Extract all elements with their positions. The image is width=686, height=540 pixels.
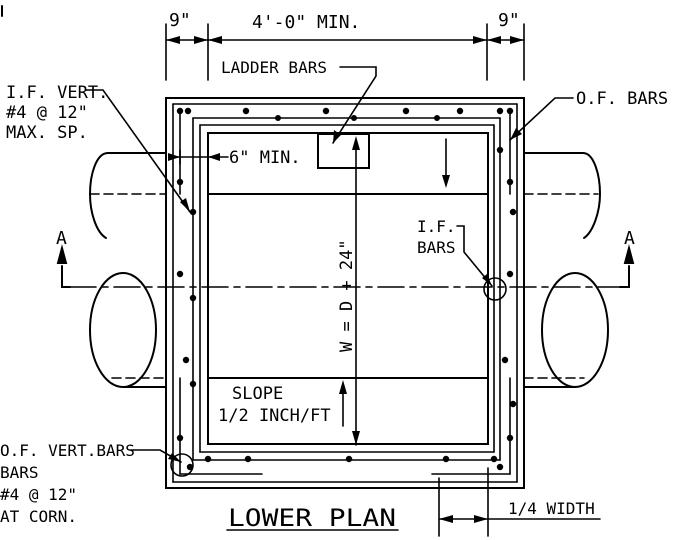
section-mark-right bbox=[619, 244, 635, 288]
six-inch-dimension bbox=[174, 149, 229, 165]
six-inch-arrow-right bbox=[208, 153, 220, 161]
width-arrow-bottom bbox=[352, 431, 360, 445]
if-vert-label-2: #4 @ 12" bbox=[6, 103, 88, 123]
of-vert-label-3: #4 @ 12" bbox=[0, 485, 77, 504]
of-vert-label-1: O.F. VERT.BARS bbox=[0, 441, 135, 460]
top-dimension-arrows bbox=[166, 36, 524, 44]
drawing-title: LOWER PLAN bbox=[228, 504, 396, 532]
of-bars-arrow bbox=[510, 128, 522, 140]
section-label-right: A bbox=[624, 228, 635, 249]
slope-label-1: SLOPE bbox=[232, 384, 283, 404]
section-label-left: A bbox=[56, 228, 67, 249]
down-arrow-head bbox=[442, 175, 450, 188]
left-clear-dimension: 9" bbox=[169, 10, 191, 31]
if-bars-label-2: BARS bbox=[417, 238, 456, 257]
slope-arrow-head bbox=[339, 380, 347, 394]
if-vert-label-1: I.F. VERT. bbox=[6, 83, 108, 103]
of-bars-leader bbox=[509, 97, 574, 141]
if-vert-arrow bbox=[180, 198, 190, 212]
inside-width-label: W = D + 24" bbox=[337, 239, 357, 352]
if-bars-label-1: I.F. bbox=[417, 217, 456, 236]
six-inch-label: 6" MIN. bbox=[229, 148, 301, 168]
slope-label-2: 1/2 INCH/FT bbox=[218, 406, 331, 426]
quarter-width-dimension bbox=[438, 467, 601, 537]
if-bars-leader bbox=[456, 225, 493, 287]
six-inch-arrow-left bbox=[168, 153, 180, 161]
left-pipe-end bbox=[89, 272, 157, 388]
inner-face-bars bbox=[192, 117, 501, 461]
quarter-width-arrow-left bbox=[439, 515, 453, 523]
outer-wall bbox=[165, 97, 525, 489]
ladder-bars-label: LADDER BARS bbox=[221, 58, 327, 77]
ladder-bars-box bbox=[317, 133, 370, 169]
right-clear-dimension: 9" bbox=[498, 10, 520, 31]
right-pipe-end bbox=[541, 272, 609, 388]
left-pipe bbox=[88, 152, 167, 388]
if-bars-arrow bbox=[482, 274, 492, 286]
if-bars-circle bbox=[483, 277, 507, 301]
width-arrow-top bbox=[352, 136, 360, 150]
ladder-bars-leader bbox=[332, 66, 377, 144]
min-width-dimension: 4'-0" MIN. bbox=[252, 12, 360, 33]
of-vert-label-2: BARS bbox=[0, 463, 39, 482]
section-mark-left bbox=[56, 244, 71, 288]
of-vert-circle bbox=[170, 453, 194, 477]
rebar-dots bbox=[176, 107, 517, 471]
if-vert-leader bbox=[85, 89, 191, 213]
quarter-width-arrow-right bbox=[474, 515, 488, 523]
if-vert-label-3: MAX. SP. bbox=[6, 123, 88, 143]
of-bars-label: O.F. BARS bbox=[576, 89, 668, 109]
of-vert-label-4: AT CORN. bbox=[0, 507, 77, 526]
right-pipe bbox=[523, 152, 609, 388]
quarter-width-label: 1/4 WIDTH bbox=[508, 499, 595, 518]
